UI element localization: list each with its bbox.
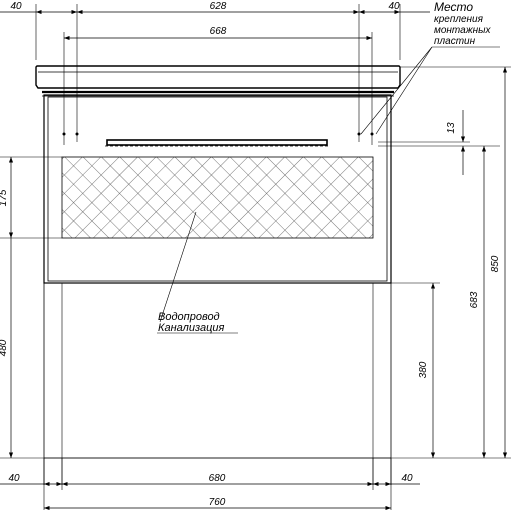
dim-top-left: 40	[10, 1, 22, 12]
dim-plumbing-height: 683	[469, 291, 480, 308]
dim-bottom-left: 40	[8, 473, 20, 484]
dim-top-right: 40	[388, 1, 400, 12]
hatched-panel	[61, 156, 374, 239]
dim-hatch-height: 175	[0, 189, 9, 206]
sewer-label: Канализация	[158, 322, 224, 334]
upper-cabinet	[43, 94, 392, 284]
dim-plate-height: 13	[446, 122, 457, 134]
drawer-handle	[106, 139, 328, 146]
mount-label-2: крепления	[434, 14, 484, 25]
dim-bottom-right: 40	[401, 473, 413, 484]
right-dimensions	[378, 66, 511, 458]
dim-floor-height: 480	[0, 339, 9, 356]
dim-overall-width: 760	[209, 497, 226, 508]
mount-label-1: Место	[434, 0, 473, 14]
top-dimensions	[0, 4, 430, 145]
floor-outline	[0, 283, 511, 485]
dim-top-plate-span: 668	[210, 26, 227, 37]
countertop	[35, 65, 401, 97]
mount-label-4: пластин	[434, 36, 476, 47]
left-dimensions	[0, 156, 62, 458]
bottom-dimensions	[0, 458, 420, 511]
dim-bottom-inner: 680	[209, 473, 226, 484]
water-supply-label: Водопровод	[158, 311, 220, 323]
mount-label-3: монтажных	[434, 25, 491, 36]
plumbing-leader	[157, 211, 238, 334]
dim-total-height: 850	[490, 255, 501, 272]
dim-top-inner: 628	[210, 1, 227, 12]
mount-leader	[360, 46, 500, 135]
dim-drain-height: 380	[418, 361, 429, 378]
